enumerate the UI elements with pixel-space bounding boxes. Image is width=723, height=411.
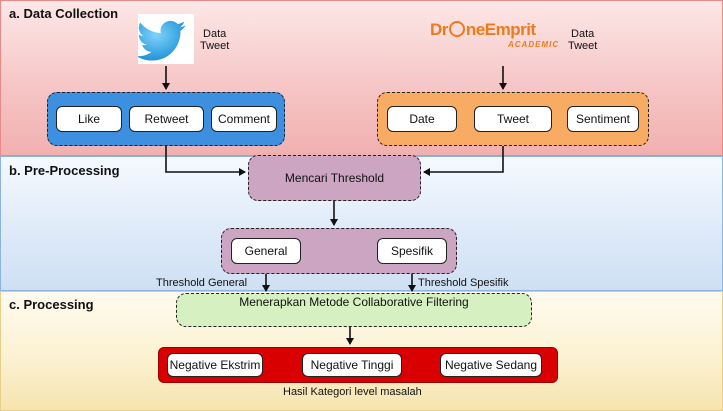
droneemprit-caption-line1: Data [571, 28, 595, 40]
droneemprit-caption-line2: Tweet [568, 40, 598, 52]
threshold-general-label: Threshold General [156, 277, 248, 289]
collaborative-filtering-label: Menerapkan Metode Collaborative Filterin… [239, 295, 469, 309]
twitter-data-caption: Data Tweet [200, 28, 229, 52]
drone-icon [448, 21, 465, 37]
field-date: Date [387, 106, 457, 132]
threshold-specific-box: Spesifik [377, 238, 447, 264]
result-negative-tinggi: Negative Tinggi [302, 353, 402, 377]
field-retweet: Retweet [129, 106, 204, 132]
droneemprit-logo: Dr neEmprit ACADEMIC [430, 18, 566, 58]
results-caption: Hasil Kategori level masalah [283, 386, 422, 398]
field-sentiment: Sentiment [567, 106, 639, 132]
arrow-droneemprit-to-threshold [423, 146, 504, 176]
threshold-general-box: General [231, 238, 301, 264]
section-title-pre-processing: b. Pre-Processing [9, 163, 120, 178]
collaborative-filtering-box: Menerapkan Metode Collaborative Filterin… [176, 293, 532, 327]
section-title-processing: c. Processing [9, 297, 94, 312]
twitter-caption-line2: Tweet [200, 40, 230, 52]
arrow-twitter-to-threshold [165, 146, 246, 176]
result-negative-ekstrim: Negative Ekstrim [167, 353, 263, 377]
twitter-caption-line1: Data [203, 28, 227, 40]
droneemprit-logo-sub: ACADEMIC [508, 40, 560, 49]
section-title-data-collection: a. Data Collection [9, 6, 119, 21]
field-like: Like [56, 106, 122, 132]
result-negative-sedang: Negative Sedang [440, 353, 542, 377]
droneemprit-logo-text: neEmprit [465, 20, 536, 39]
threshold-specific-label: Threshold Spesifik [418, 277, 509, 289]
find-threshold-box: Mencari Threshold [248, 155, 421, 201]
droneemprit-logo-dr: Dr [430, 20, 448, 39]
twitter-bird-icon [136, 14, 194, 64]
field-tweet: Tweet [474, 106, 552, 132]
droneemprit-data-caption: Data Tweet [568, 28, 597, 52]
field-comment: Comment [211, 106, 277, 132]
